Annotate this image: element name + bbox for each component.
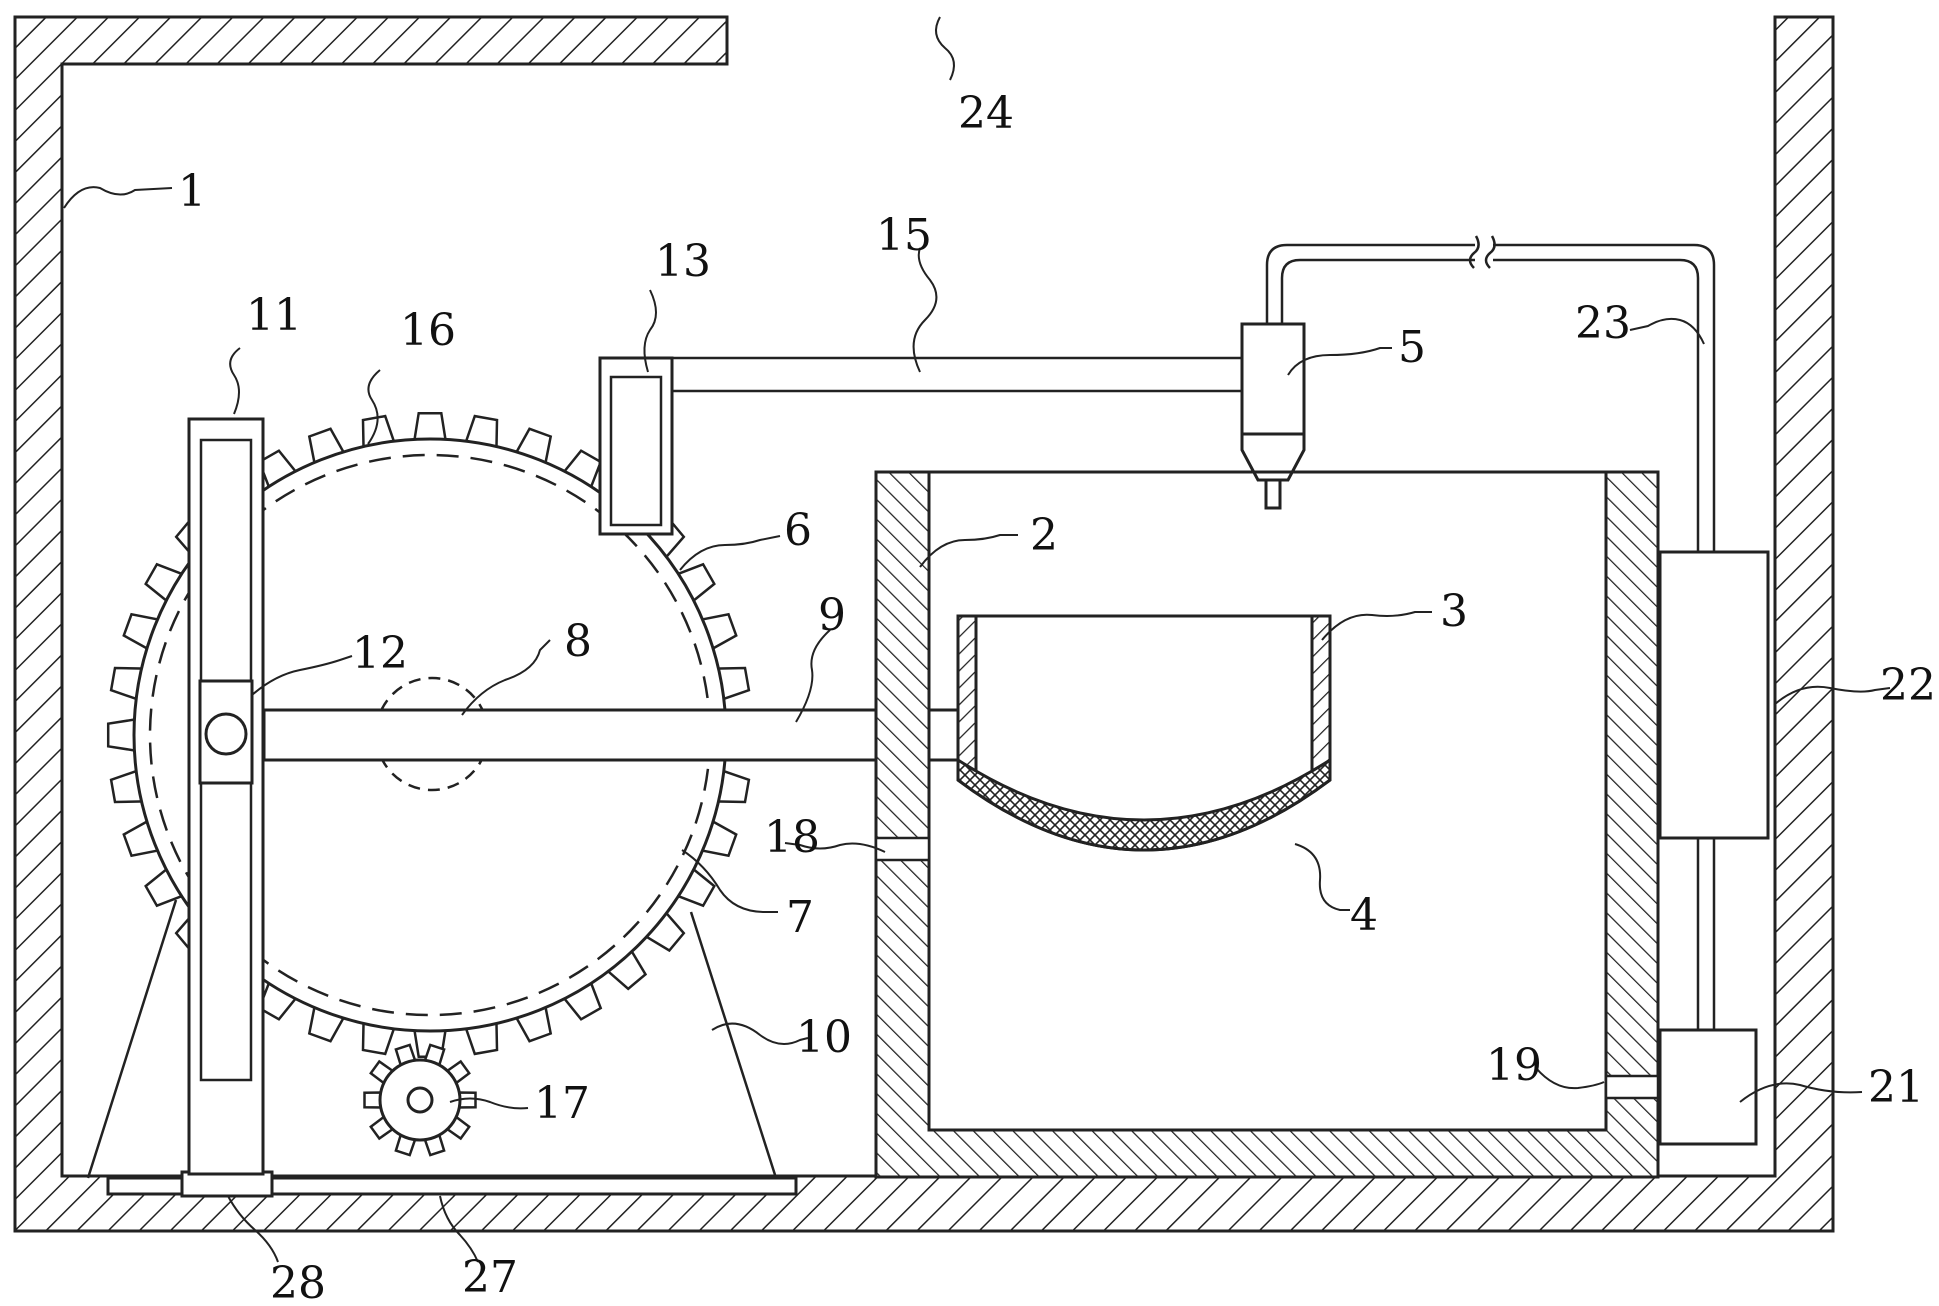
label-27: 27	[462, 1252, 518, 1303]
label-10: 10	[796, 1012, 852, 1063]
label-5: 5	[1398, 322, 1426, 373]
label-4: 4	[1350, 890, 1378, 941]
label-11: 11	[246, 290, 302, 341]
label-8: 8	[564, 616, 592, 667]
outlet-port	[1604, 1074, 1660, 1100]
supply-pipe	[1265, 243, 1716, 552]
filter-screen	[956, 757, 1332, 852]
label-3: 3	[1440, 586, 1468, 637]
label-7: 7	[786, 892, 814, 943]
pump-unit	[1658, 1028, 1758, 1146]
leader-lines	[63, 16, 1891, 1263]
outer-housing	[13, 15, 1835, 1233]
label-12: 12	[352, 628, 408, 679]
label-13: 13	[655, 236, 711, 287]
spray-nozzle	[1240, 322, 1306, 510]
label-17: 17	[534, 1078, 590, 1129]
label-6: 6	[784, 505, 812, 556]
base-plate	[106, 1176, 798, 1196]
label-9: 9	[818, 590, 846, 641]
label-21: 21	[1868, 1062, 1924, 1113]
label-15: 15	[876, 210, 932, 261]
label-18: 18	[764, 812, 820, 863]
label-16: 16	[400, 305, 456, 356]
bearing-seat	[180, 1170, 274, 1198]
inlet-port	[874, 836, 931, 862]
connecting-rod	[262, 708, 961, 762]
label-22: 22	[1880, 660, 1936, 711]
label-23: 23	[1575, 298, 1631, 349]
feed-pipe	[672, 356, 1242, 393]
guide-post	[187, 417, 265, 1176]
basket	[956, 614, 1332, 852]
label-1: 1	[178, 166, 206, 217]
label-2: 2	[1030, 510, 1058, 561]
control-box	[1658, 550, 1770, 840]
slider-pin	[204, 712, 248, 756]
support-frame	[86, 899, 778, 1179]
treatment-tank	[874, 470, 1660, 1179]
label-24: 24	[958, 88, 1014, 139]
part-labels: 24 1 11 16 13 15 5 23 6 2 3 9 22 12 8 18…	[178, 88, 1936, 1306]
bracket	[598, 356, 674, 536]
label-28: 28	[270, 1258, 326, 1306]
label-19: 19	[1486, 1040, 1542, 1091]
